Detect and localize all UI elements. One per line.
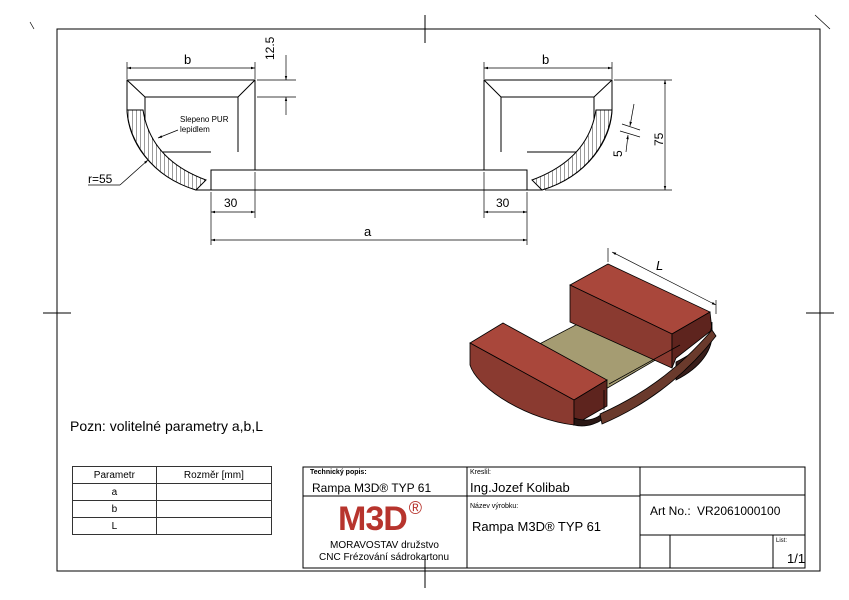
sheet-label: List: xyxy=(776,538,788,544)
sheet-value: 1/1 xyxy=(787,551,806,566)
param-name: a xyxy=(72,483,157,501)
param-value[interactable] xyxy=(155,517,273,535)
param-value[interactable] xyxy=(155,500,273,518)
logo-text: M3D xyxy=(338,500,408,538)
table-row: L xyxy=(72,517,273,535)
param-name: b xyxy=(72,500,157,518)
section-right-profile xyxy=(483,79,613,191)
dim-radius: r=55 xyxy=(88,172,113,186)
dimension-lines xyxy=(88,55,672,245)
parameter-table: Parametr Rozměr [mm] a b L xyxy=(72,466,273,535)
dim-b-right: b xyxy=(542,52,550,67)
logo-registered-mark: ® xyxy=(408,498,422,518)
section-left-profile xyxy=(126,79,256,191)
param-value[interactable] xyxy=(155,483,273,501)
glue-note-line1: Slepeno PUR xyxy=(180,115,229,124)
dim-gap: 5 xyxy=(611,150,625,157)
company-line1: MORAVOSTAV družstvo xyxy=(330,540,439,551)
dim-b-left: b xyxy=(184,52,192,67)
product-value: Rampa M3D® TYP 61 xyxy=(472,519,602,534)
table-row: a xyxy=(72,483,273,501)
sheet-frame xyxy=(29,14,834,588)
dim-height: 75 xyxy=(652,132,666,146)
glue-note-line2: lepidlem xyxy=(180,125,210,134)
dim-length: L xyxy=(656,258,664,273)
dim-30-left: 30 xyxy=(224,196,238,210)
drawn-label: Kreslil: xyxy=(470,469,492,476)
art-value: VR2061000100 xyxy=(697,504,781,518)
tech-value: Rampa M3D® TYP 61 xyxy=(312,481,432,495)
drawn-value: Ing.Jozef Kolibab xyxy=(470,480,570,495)
product-label: Název výrobku: xyxy=(470,503,519,510)
art-label: Art No.: xyxy=(650,504,691,518)
company-line2: CNC Frézování sádrokartonu xyxy=(319,552,450,563)
header-size: Rozměr [mm] xyxy=(155,466,273,484)
header-param: Parametr xyxy=(72,466,157,484)
isometric-view xyxy=(469,248,717,427)
dim-30-right: 30 xyxy=(496,196,510,210)
parameter-table-header: Parametr Rozměr [mm] xyxy=(72,466,273,484)
param-name: L xyxy=(72,517,157,535)
glue-note: Slepeno PUR lepidlem xyxy=(180,115,228,135)
title-block xyxy=(302,466,806,569)
m3d-logo: M3D® xyxy=(338,498,422,539)
tech-label: Technický popis: xyxy=(310,469,367,476)
dim-a: a xyxy=(364,224,372,239)
table-row: b xyxy=(72,500,273,518)
parameters-note: Pozn: volitelné parametry a,b,L xyxy=(70,418,263,434)
section-base-plate xyxy=(210,169,528,191)
dim-thickness: 12.5 xyxy=(263,36,277,60)
